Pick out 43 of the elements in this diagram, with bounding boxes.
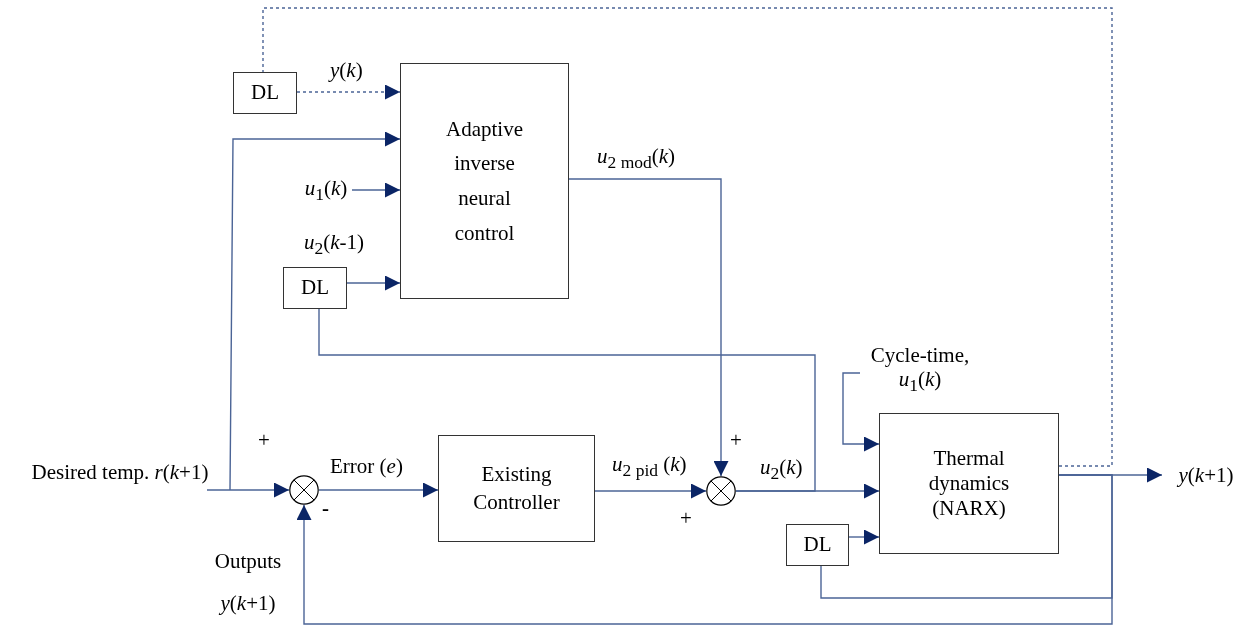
summing-junction: [706, 476, 736, 506]
arrow: [206, 482, 290, 498]
edge-label: u$_{2}$(k-1): [304, 230, 365, 260]
arrow: [848, 529, 880, 545]
arrow: [229, 131, 401, 491]
arrow: [735, 483, 880, 499]
signal-label: Cycle-time, u$_{1}$(k): [860, 340, 980, 398]
block-label: DL: [802, 532, 833, 558]
sign-label: -: [322, 496, 329, 522]
block-label: Adaptive inverse neural control: [445, 115, 524, 247]
connector-line: [262, 7, 1113, 467]
block-label: DL: [250, 80, 280, 106]
arrow: [594, 483, 707, 499]
delay-block: [283, 267, 347, 309]
edge-label: u$_{2}$(k): [760, 455, 803, 485]
sign-label: +: [258, 428, 270, 454]
edge-label: Outputs y(k+1): [213, 548, 283, 617]
signal-label: y(k+1): [1162, 460, 1250, 490]
arrow: [842, 372, 880, 452]
edge-label: u$_{2 pid}$ (k): [612, 452, 687, 482]
edge-label: y(k): [330, 58, 363, 84]
sign-label: +: [730, 428, 742, 454]
sign-label: +: [680, 506, 692, 532]
arrow: [568, 178, 729, 477]
controller-block: [400, 63, 569, 299]
delay-block: [233, 72, 297, 114]
block-label: Thermal dynamics (NARX): [927, 445, 1011, 522]
signal-label: u$_{1}$(k): [300, 176, 352, 204]
arrow: [318, 482, 439, 498]
edge-label: Error (e): [330, 454, 403, 480]
block-label: DL: [300, 275, 330, 301]
edge-label: u$_{2 mod}$(k): [597, 144, 676, 174]
connector-line: [318, 308, 816, 492]
arrow: [351, 182, 401, 198]
block-label: Existing Controller: [472, 461, 561, 516]
arrow: [296, 84, 401, 100]
plant-block: [879, 413, 1059, 554]
arrow: [346, 275, 401, 291]
delay-block: [786, 524, 849, 566]
summing-junction: [289, 475, 319, 505]
arrow: [296, 474, 1113, 625]
controller-block: [438, 435, 595, 542]
signal-label: Desired temp. r(k+1): [6, 455, 234, 490]
